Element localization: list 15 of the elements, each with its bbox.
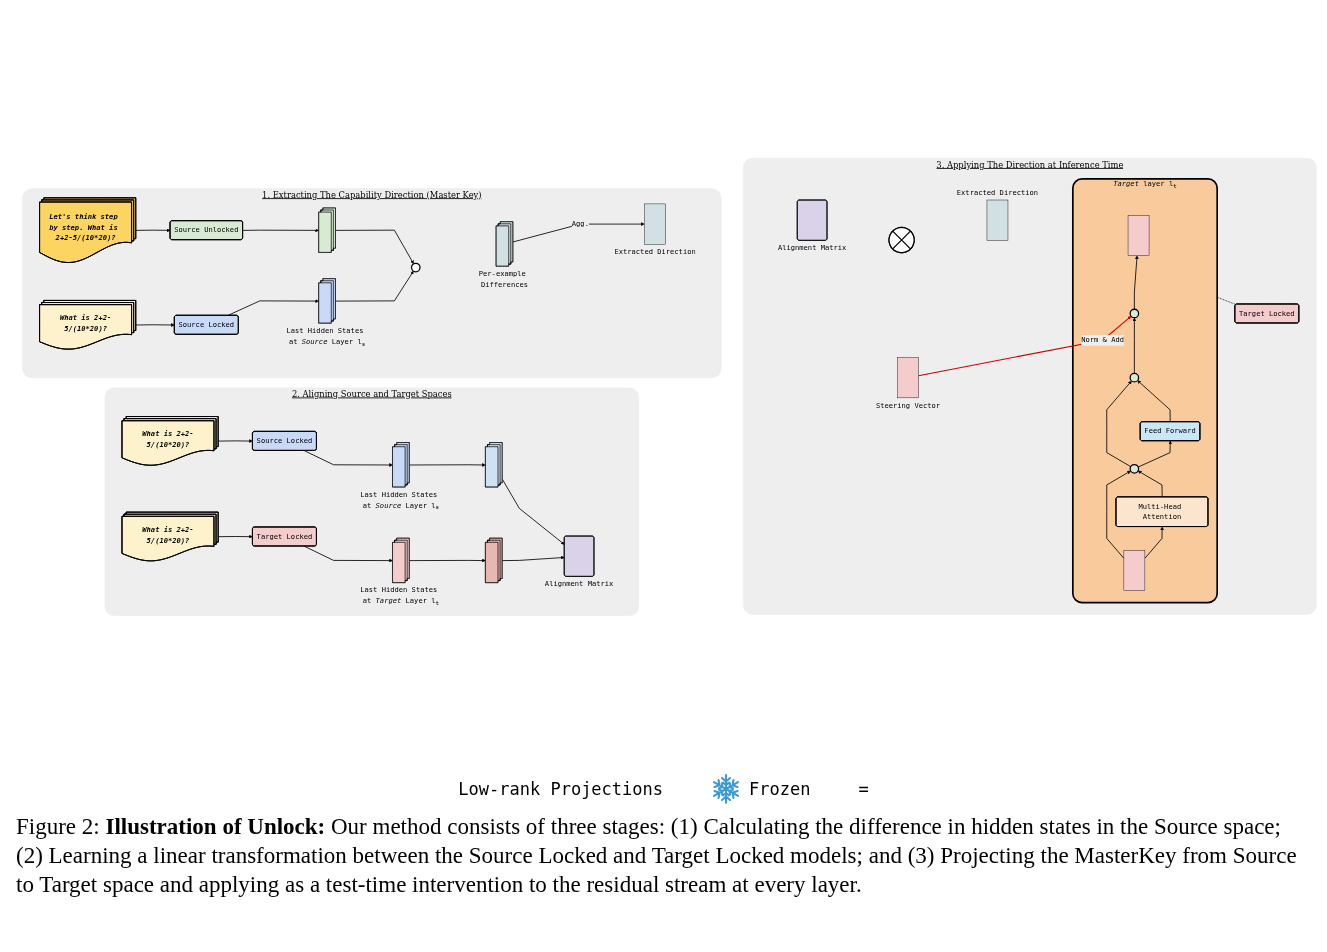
connector <box>1216 296 1236 305</box>
annotation-text: Low-rank Projections <box>458 779 663 799</box>
node-circle <box>1129 463 1140 474</box>
node-circle <box>1129 372 1140 383</box>
node-bar <box>897 357 919 399</box>
arrow <box>918 316 1132 377</box>
node-bar <box>1127 215 1150 256</box>
status-text: Frozen <box>749 779 811 799</box>
node-bar <box>1123 550 1146 591</box>
node-circle <box>1129 308 1140 319</box>
node-bar <box>644 203 666 245</box>
node-bar <box>986 199 1009 241</box>
equals-sign: = <box>858 779 869 799</box>
node-circle <box>410 262 421 273</box>
figure-caption: Figure 2: Illustration of Unlock: Our method consists of three stages: (1) Calculating the difference in hidden states in the Source space; (2) Learning a linear transformation between the Source Locked and Target Locked models; and (3) Projecting the MasterKey from Source to Target space and applying as a test-time intervention to the residual stream at every layer. <box>16 813 1298 899</box>
